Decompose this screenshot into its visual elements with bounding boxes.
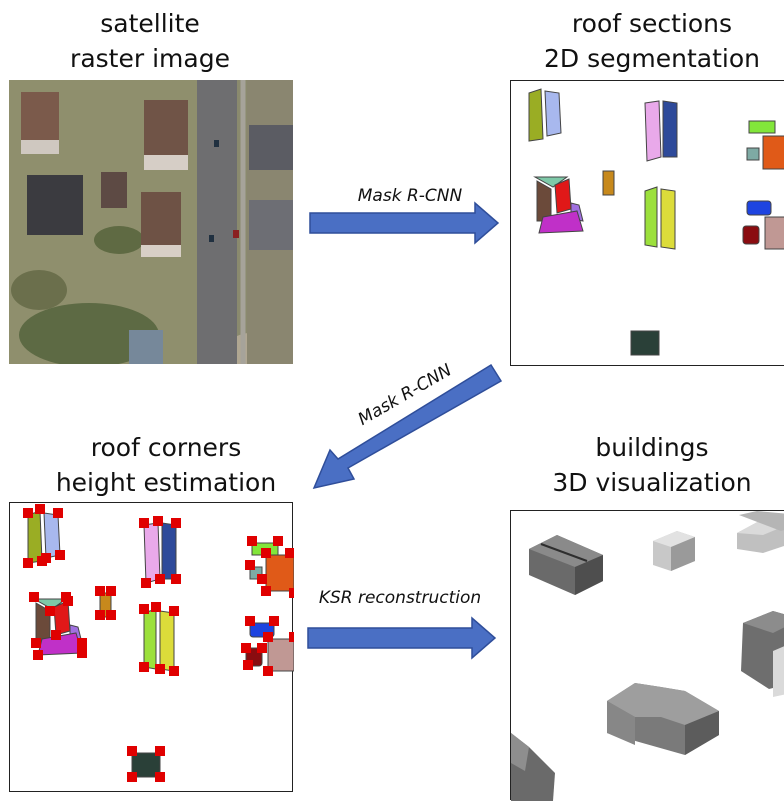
corner-marker bbox=[169, 666, 179, 676]
ksr-arrow bbox=[307, 616, 497, 660]
corner-marker bbox=[261, 586, 271, 596]
corner-marker bbox=[263, 666, 273, 676]
corner-marker bbox=[35, 504, 45, 514]
corner-marker bbox=[169, 606, 179, 616]
corner-marker bbox=[241, 643, 251, 653]
corner-marker bbox=[31, 638, 41, 648]
corner-marker bbox=[155, 574, 165, 584]
corner-marker bbox=[155, 772, 165, 782]
corner-marker bbox=[106, 610, 116, 620]
building-5 bbox=[607, 683, 719, 755]
satellite-image bbox=[9, 80, 293, 364]
corner-marker bbox=[53, 508, 63, 518]
corner-marker bbox=[77, 648, 87, 658]
corner-marker bbox=[151, 602, 161, 612]
corner-marker bbox=[139, 604, 149, 614]
corner-marker bbox=[23, 558, 33, 568]
corner-marker bbox=[155, 746, 165, 756]
building-4 bbox=[741, 611, 784, 697]
corner-marker bbox=[273, 536, 283, 546]
buildings-title-line1: buildings bbox=[595, 433, 709, 462]
corners-title-line2: height estimation bbox=[55, 468, 277, 497]
corner-marker bbox=[127, 746, 137, 756]
corner-marker bbox=[261, 548, 271, 558]
corner-marker bbox=[41, 553, 51, 563]
ksr-reconstruction-label: KSR reconstruction bbox=[318, 588, 482, 608]
building-3 bbox=[737, 511, 784, 553]
buildings-panel-title: buildings 3D visualization bbox=[510, 430, 784, 500]
segmentation-masks bbox=[528, 88, 784, 356]
corner-marker bbox=[63, 596, 73, 606]
corner-marker bbox=[247, 536, 257, 546]
corner-marker bbox=[243, 660, 253, 670]
segmentation-title-line2: 2D segmentation bbox=[544, 44, 760, 73]
corner-marker bbox=[245, 616, 255, 626]
corners-panel bbox=[9, 502, 294, 792]
building-2 bbox=[653, 531, 695, 571]
corner-marker bbox=[95, 586, 105, 596]
satellite-panel-title: satellite raster image bbox=[0, 6, 300, 76]
building-6 bbox=[511, 733, 555, 801]
corner-marker bbox=[289, 632, 294, 642]
corner-marker bbox=[257, 643, 267, 653]
corner-marker bbox=[171, 574, 181, 584]
corner-marker bbox=[33, 650, 43, 660]
corner-marker bbox=[29, 592, 39, 602]
corner-marker bbox=[289, 588, 294, 598]
corner-marker bbox=[285, 548, 294, 558]
mask-rcnn-label-1: Mask R-CNN bbox=[357, 186, 463, 206]
corners-masks bbox=[23, 504, 294, 782]
corner-marker bbox=[171, 518, 181, 528]
mask-rcnn-arrow-right bbox=[309, 201, 500, 245]
segmentation-panel bbox=[510, 80, 784, 366]
corner-marker bbox=[23, 508, 33, 518]
corner-marker bbox=[155, 664, 165, 674]
corner-marker bbox=[45, 606, 55, 616]
satellite-title-line2: raster image bbox=[70, 44, 230, 73]
corner-marker bbox=[139, 518, 149, 528]
corner-marker bbox=[77, 638, 87, 648]
corner-marker bbox=[127, 772, 137, 782]
corner-marker bbox=[245, 560, 255, 570]
corner-marker bbox=[95, 610, 105, 620]
corner-marker bbox=[153, 516, 163, 526]
corners-title-line1: roof corners bbox=[90, 433, 242, 462]
corner-marker bbox=[263, 632, 273, 642]
corner-marker bbox=[139, 662, 149, 672]
building-1 bbox=[529, 535, 603, 595]
corner-marker bbox=[141, 578, 151, 588]
corner-marker bbox=[51, 630, 61, 640]
satellite-title-line1: satellite bbox=[100, 9, 200, 38]
corner-marker bbox=[55, 550, 65, 560]
corner-marker bbox=[257, 574, 267, 584]
segmentation-title-line1: roof sections bbox=[571, 9, 733, 38]
corners-panel-title: roof corners height estimation bbox=[16, 430, 316, 500]
corner-marker bbox=[106, 586, 116, 596]
buildings-3d bbox=[511, 511, 784, 801]
mask-rcnn-arrow-diagonal bbox=[312, 363, 503, 490]
corner-marker bbox=[269, 616, 279, 626]
buildings-title-line2: 3D visualization bbox=[552, 468, 752, 497]
buildings-panel bbox=[510, 510, 784, 801]
segmentation-panel-title: roof sections 2D segmentation bbox=[510, 6, 784, 76]
corner-markers bbox=[23, 504, 294, 782]
